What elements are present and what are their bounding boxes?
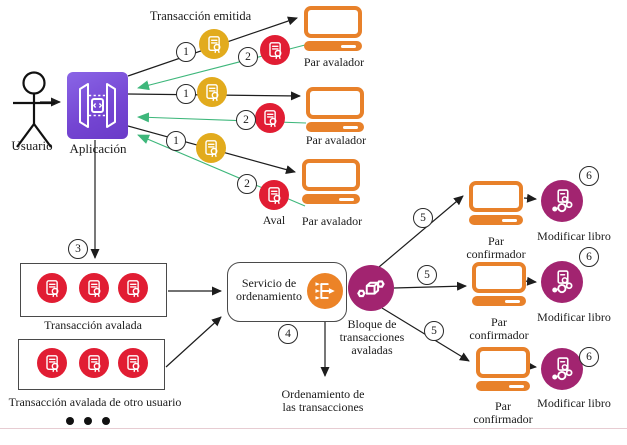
ellipsis-dot [66, 417, 74, 425]
par-avalador-computer-icon [306, 87, 364, 132]
step-badge: 1 [176, 42, 196, 62]
step-badge: 4 [278, 324, 298, 344]
page-divider [0, 428, 627, 429]
aval-certificate-icon [255, 103, 285, 133]
transaccion-avalada-label: Transacción avalada [44, 318, 142, 332]
usuario-label: Usuario [11, 138, 53, 153]
aval-certificate-icon [259, 180, 289, 210]
step-badge: 2 [237, 174, 257, 194]
modify-ledger-icon [541, 180, 583, 222]
modify-ledger-icon [541, 348, 583, 390]
issued-transaction-icon [197, 77, 227, 107]
ellipsis-dot [84, 417, 92, 425]
ordering-service-icon [307, 273, 343, 309]
par-confirmador-computer-icon [476, 347, 530, 391]
aval-certificate-icon [260, 35, 290, 65]
modify-ledger-icon [541, 261, 583, 303]
ellipsis-dot [102, 417, 110, 425]
issued-transaction-icon [199, 29, 229, 59]
servicio-ordenamiento-label: Servicio de ordenamiento [236, 276, 302, 304]
endorsed-transaction-icon [118, 348, 148, 378]
step-badge: 2 [236, 110, 256, 130]
endorsed-transaction-icon [118, 273, 148, 303]
aval-label: Aval [262, 213, 286, 227]
transaccion-avalada-otro-label: Transacción avalada de otro usuario [8, 395, 182, 409]
par-confirmador-computer-icon [472, 262, 526, 306]
step-badge: 6 [579, 166, 599, 186]
step-badge: 2 [238, 47, 258, 67]
step-badge: 6 [579, 247, 599, 267]
endorsed-transaction-icon [79, 273, 109, 303]
ordenamiento-transacciones-label: Ordenamiento de las transacciones [281, 387, 365, 415]
modificar-libro-label: Modificar libro [537, 396, 611, 410]
par-confirmador-computer-icon [469, 181, 523, 225]
par-confirmador-label: Par confirmador [473, 399, 533, 427]
step-badge: 5 [413, 208, 433, 228]
endorsed-transaction-icon [79, 348, 109, 378]
step-badge: 6 [579, 347, 599, 367]
step-badge: 5 [424, 321, 444, 341]
block-icon [348, 265, 394, 311]
par-confirmador-label: Par confirmador [466, 234, 526, 262]
step-badge: 1 [166, 131, 186, 151]
stick-figure-icon [13, 71, 55, 148]
aplicacion-label: Aplicación [69, 141, 127, 156]
par-avalador-computer-icon [302, 159, 360, 204]
modificar-libro-label: Modificar libro [537, 310, 611, 324]
issued-transaction-icon [196, 133, 226, 163]
bloque-transacciones-label: Bloque de transacciones avaladas [339, 317, 405, 358]
par-avalador-label: Par avalador [303, 55, 365, 69]
transaccion-emitida-label: Transacción emitida [149, 9, 252, 23]
modificar-libro-label: Modificar libro [537, 229, 611, 243]
step-badge: 1 [176, 84, 196, 104]
par-avalador-label: Par avalador [305, 133, 367, 147]
par-avalador-label: Par avalador [301, 214, 363, 228]
step-badge: 5 [417, 265, 437, 285]
par-confirmador-label: Par confirmador [469, 315, 529, 343]
par-avalador-computer-icon [304, 6, 362, 51]
application-icon [67, 72, 128, 139]
endorsed-transaction-icon [37, 348, 67, 378]
endorsed-transaction-icon [37, 273, 67, 303]
step-badge: 3 [68, 239, 88, 259]
